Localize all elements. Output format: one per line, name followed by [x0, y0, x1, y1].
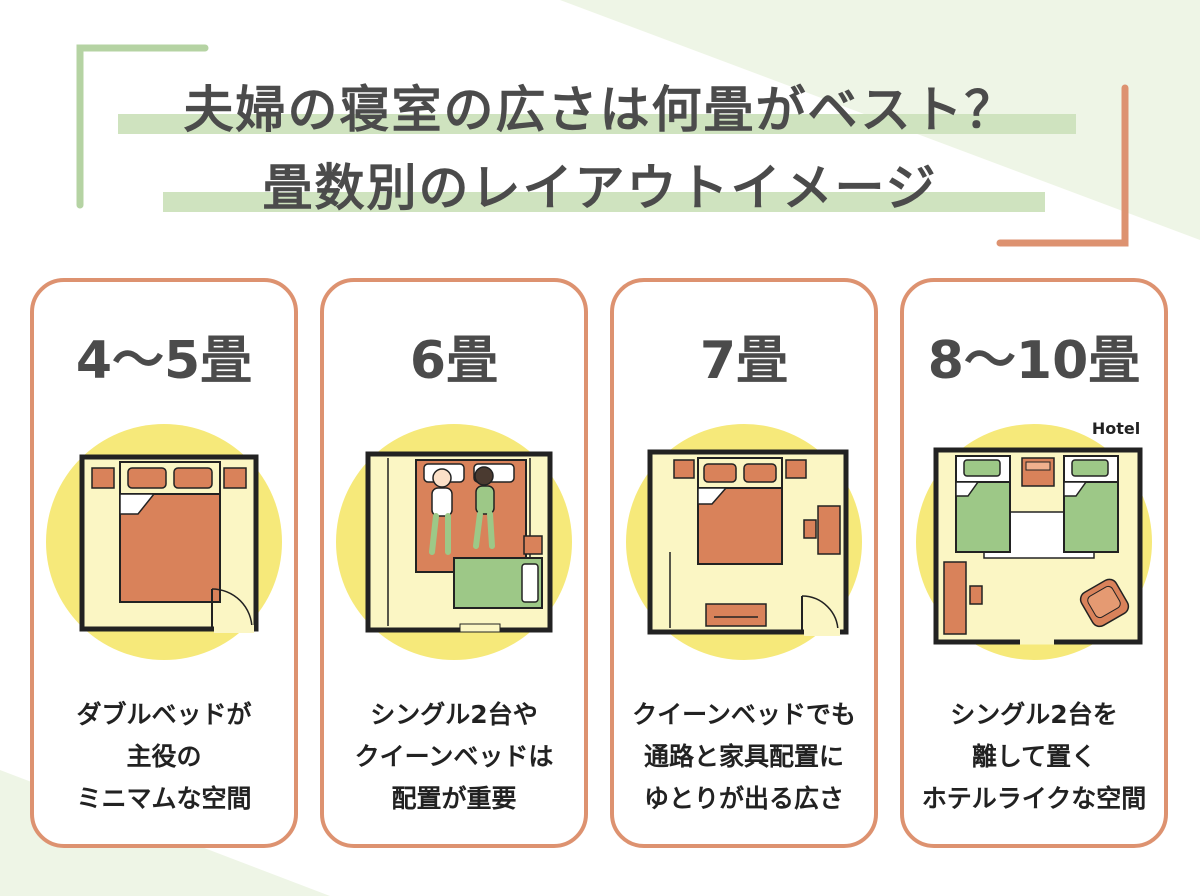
- card-4-5-jo: 4〜5畳 ダブルベッドが 主役の ミニマムな空間: [30, 278, 298, 848]
- page-title-line-2: 畳数別のレイアウトイメージ: [262, 159, 938, 217]
- card-size-label: 4〜5畳: [75, 331, 253, 391]
- couple-on-bed-floor-plan-icon: [336, 424, 572, 660]
- page-title-line-1: 夫婦の寝室の広さは何畳がベスト？: [183, 81, 1017, 139]
- title-bracket-right: [996, 84, 1129, 247]
- card-size-label: 6畳: [409, 331, 499, 391]
- card-6-jo: 6畳 シングル2台や クイーンベッドは 配置が重要: [320, 278, 588, 848]
- card-description: クイーンベッドでも 通路と家具配置に ゆとりが出る広さ: [632, 700, 856, 813]
- card-description: ダブルベッドが 主役の ミニマムな空間: [76, 700, 252, 813]
- twin-beds-hotel-floor-plan-icon: Hotel: [916, 419, 1152, 660]
- card-description: シングル2台や クイーンベッドは 配置が重要: [354, 700, 554, 813]
- queen-bed-with-desk-floor-plan-icon: [626, 424, 862, 660]
- card-size-label: 8〜10畳: [927, 331, 1141, 391]
- card-description: シングル2台を 離して置く ホテルライクな空間: [921, 700, 1147, 813]
- card-size-label: 7畳: [699, 331, 789, 391]
- hotel-tag: Hotel: [1092, 419, 1140, 438]
- card-7-jo: 7畳 クイーンベッドでも 通路と家具配置に ゆとりが出る広さ: [610, 278, 878, 848]
- title-bracket-left: [76, 44, 209, 209]
- title-highlight-1: [118, 114, 1076, 134]
- title-highlight-2: [163, 192, 1045, 212]
- title-area: 夫婦の寝室の広さは何畳がベスト？ 畳数別のレイアウトイメージ: [0, 0, 1200, 260]
- double-bed-floor-plan-icon: [46, 424, 282, 660]
- card-8-10-jo: 8〜10畳 Hotel シングル2台を 離して置く ホテルライクな空間: [900, 278, 1168, 848]
